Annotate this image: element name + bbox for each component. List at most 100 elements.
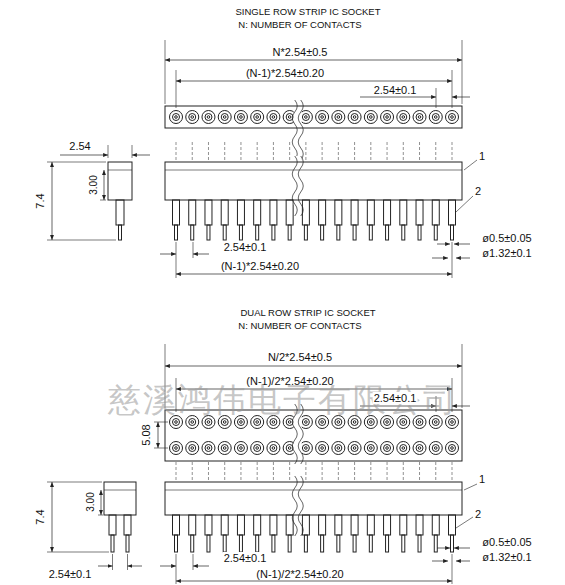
drawing-stroke [397,442,410,455]
drawing-stroke [218,442,231,455]
drawing-stroke [254,200,261,225]
drawing-stroke [337,421,340,424]
drawing-stroke [321,421,324,424]
drawing-stroke [434,447,437,450]
drawing-stroke [176,140,177,160]
drawing-stroke [272,421,275,424]
drawing-stroke [367,419,374,426]
drawing-stroke [305,447,308,450]
dimension-text: 3.00 [85,491,96,512]
dimension-text: (N-1)*2.54±0.20 [245,67,325,79]
drawing-stroke [416,114,423,121]
drawing-stroke [254,114,261,121]
drawing-stroke [224,462,225,480]
drawing-stroke [400,114,407,121]
dimension-text: 5.08 [140,423,152,446]
drawing-stroke [348,442,361,455]
drawing-stroke [302,419,309,426]
drawing-stroke [429,442,442,455]
drawing-stroke [288,535,291,552]
drawing-stroke [223,535,226,552]
drawing-stroke [319,200,326,225]
drawing-stroke [387,462,388,480]
dimension-text: 2.54±0.1 [223,241,268,253]
drawing-stroke [451,116,454,119]
drawing-stroke [191,225,194,240]
drawing-stroke [272,447,275,450]
drawing-stroke [288,447,291,450]
drawing-stroke [364,111,377,124]
drawing-stroke [256,116,259,119]
drawing-stroke [191,421,194,424]
drawing-stroke [288,421,291,424]
drawing-stroke [353,421,356,424]
drawing-stroke [292,100,297,160]
drawing-stroke [237,419,244,426]
drawing-stroke [449,200,456,225]
drawing-stroke [434,421,437,424]
drawing-stroke [319,419,326,426]
dimension-text: 2.54±0.1 [373,392,418,404]
drawing-stroke [254,445,261,452]
drawing-stroke [302,445,309,452]
drawing-stroke [449,419,456,426]
dimension-text: N*2.54±0.5 [272,46,329,58]
drawing-stroke [400,445,407,452]
drawing-stroke [254,419,261,426]
drawing-stroke [386,447,389,450]
dimension-text: (N-1)/2*2.54±0.20 [255,568,344,580]
section-subtitle: N: NUMBER OF CONTACTS [237,20,362,30]
drawing-stroke [173,200,180,225]
drawing-stroke [384,114,391,121]
drawing-stroke [256,421,259,424]
drawing-stroke [452,462,453,480]
drawing-stroke [207,116,210,119]
drawing-stroke [397,111,410,124]
drawing-stroke [237,515,244,535]
drawing-stroke [384,419,391,426]
drawing-stroke [384,200,391,225]
dimension-text: 2.54±0.1 [223,552,268,564]
drawing-stroke [367,114,374,121]
drawing-stroke [332,111,345,124]
section-title: SINGLE ROW STRIP IC SOCKET [235,7,382,17]
drawing-stroke [175,225,178,240]
section-subtitle: N: NUMBER OF CONTACTS [237,321,362,331]
drawing-stroke [289,140,290,160]
drawing-stroke [400,419,407,426]
drawing-stroke [288,116,291,119]
drawing-stroke [189,200,196,225]
drawing-stroke [251,111,264,124]
dimension-text: 2.54±0.1 [48,568,93,580]
dimension-text: 3.00 [88,174,99,195]
drawing-stroke [319,515,326,535]
drawing-stroke [402,225,405,240]
drawing-stroke [435,140,436,160]
drawing-stroke [335,445,342,452]
drawing-stroke [353,116,356,119]
drawing-stroke [270,114,277,121]
drawing-stroke [332,442,345,455]
drawing-stroke [319,114,326,121]
drawing-stroke [403,140,404,160]
drawing-stroke [170,442,183,455]
drawing-stroke [369,535,372,552]
drawing-stroke [240,116,243,119]
drawing-stroke [189,445,196,452]
drawing-stroke [298,476,303,536]
dimension-text: ø1.32±0.1 [481,551,532,563]
drawing-stroke [351,114,358,121]
drawing-stroke [351,419,358,426]
drawing-stroke [202,442,215,455]
drawing-stroke [348,111,361,124]
drawing-stroke [367,445,374,452]
drawing-stroke [221,114,228,121]
drawing-stroke [294,476,302,520]
drawing-stroke [207,447,210,450]
drawing-stroke [304,535,307,552]
drawing-stroke [173,114,180,121]
drawing-stroke [286,200,293,225]
drawing-stroke [416,200,423,225]
drawing-stroke [337,535,340,552]
